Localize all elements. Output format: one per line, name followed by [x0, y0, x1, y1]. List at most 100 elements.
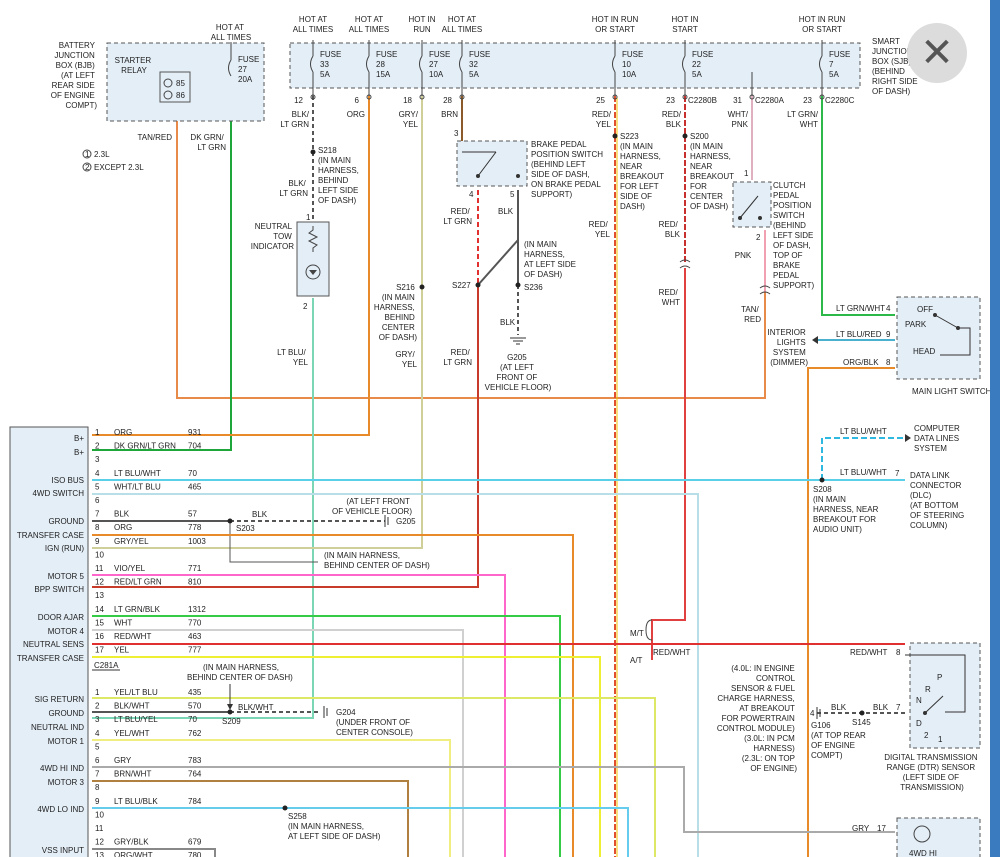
fuse-wire-label: YEL: [403, 120, 419, 129]
ground-g205: G205 (AT LEFT FRONT OF VEHICLE FLOOR): [485, 353, 552, 392]
module-pin-label: BPP SWITCH: [34, 585, 84, 594]
sjb-title: SMART JUNCTION BOX (SJB) (BEHIND RIGHT S…: [872, 37, 920, 96]
fuse-label: FUSE: [469, 50, 490, 59]
module-pin-label: MOTOR 1: [48, 737, 85, 746]
wire-blk-ltgrn-2: BLK/ LT GRN: [279, 179, 308, 198]
fuse-hot-label: HOT AT: [299, 15, 327, 24]
pin-circuit: 463: [188, 632, 202, 641]
ground-note: (4.0L: IN ENGINE CONTROL SENSOR & FUEL C…: [717, 664, 798, 773]
svg-text:1: 1: [938, 735, 943, 744]
fuse-label: 10A: [429, 70, 444, 79]
fuse-label: 27: [429, 60, 438, 69]
wire-ltblu-yel: LT BLU/ YEL: [277, 348, 308, 367]
fuse-pin-dot: [459, 94, 465, 100]
fuse-pin: 23: [803, 96, 812, 105]
splice-s200: S200 (IN MAIN HARNESS, NEAR BREAKOUT FOR…: [690, 132, 736, 211]
pin-number: 5: [95, 482, 100, 491]
main-light-switch-label: MAIN LIGHT SWITCH: [912, 387, 992, 396]
fuse-label: FUSE: [429, 50, 450, 59]
fuse-pin-dot: [310, 94, 316, 100]
connector-label: C2280B: [688, 96, 717, 105]
fuse-pin: 12: [294, 96, 303, 105]
pin-number: 7: [95, 510, 100, 519]
pin-color: YEL/WHT: [114, 729, 150, 738]
splice-s227: S227: [452, 281, 471, 290]
bjb-fuse-27: FUSE 27 20A: [238, 55, 262, 84]
pin-number: 12: [95, 838, 104, 847]
battery-junction-box: BATTERY JUNCTION BOX (BJB) (AT LEFT REAR…: [51, 23, 265, 122]
fuse-hot-label: HOT AT: [355, 15, 383, 24]
fuse-pin-dot: [819, 94, 825, 100]
fuse-hot-label: OR START: [802, 25, 842, 34]
pin-circuit: 465: [188, 482, 202, 491]
pin-circuit: 70: [188, 715, 197, 724]
fuse-pin-dot: [366, 94, 372, 100]
fuse-wire-label: BRN: [441, 110, 458, 119]
pin-circuit: 570: [188, 702, 202, 711]
fuse-hot-label: START: [672, 25, 698, 34]
fuse-hot-label: OR START: [595, 25, 635, 34]
fuse-label: 32: [469, 60, 478, 69]
main-light-switch: OFF PARK HEAD MAIN LIGHT SWITCH LT GRN/W…: [836, 296, 992, 396]
svg-text:2: 2: [303, 302, 308, 311]
splice-s145: S145: [852, 718, 871, 727]
fuse-pin: 31: [733, 96, 742, 105]
g204-note: G204 (UNDER FRONT OF CENTER CONSOLE): [336, 708, 413, 737]
pin-number: 12: [95, 578, 104, 587]
pin-color: ORG: [114, 428, 132, 437]
pin-color: LT GRN/BLK: [114, 605, 161, 614]
g205-lower: G205: [396, 517, 416, 526]
pin-color: LT BLU/YEL: [114, 715, 158, 724]
close-button[interactable]: ✕: [907, 23, 967, 83]
svg-text:1: 1: [744, 169, 749, 178]
fuse-label: 5A: [320, 70, 330, 79]
pin-color: YEL: [114, 646, 130, 655]
fuse-wire-label: WHT/: [728, 110, 749, 119]
svg-text:7: 7: [896, 703, 901, 712]
pin-number: 4: [95, 729, 100, 738]
wire-red-ltgrn-2: RED/ LT GRN: [443, 348, 472, 367]
module-pin-label: 4WD LO IND: [37, 805, 84, 814]
fuse-symbol: [366, 55, 370, 73]
splice-s208: S208 (IN MAIN HARNESS, NEAR BREAKOUT FOR…: [813, 485, 881, 534]
pin-circuit: 783: [188, 756, 202, 765]
fuse-hot-label: HOT IN: [409, 15, 436, 24]
fuse-label: FUSE: [829, 50, 850, 59]
module-pin-label: NEUTRAL SENS: [23, 640, 84, 649]
fuse-label: 22: [692, 60, 701, 69]
svg-text:GRY: GRY: [852, 824, 870, 833]
fuse-wire-label: ORG: [347, 110, 365, 119]
svg-text:A/T: A/T: [630, 656, 643, 665]
fuse-symbol: [612, 55, 616, 73]
fuse-label: 5A: [829, 70, 839, 79]
pin-color: BRN/WHT: [114, 770, 151, 779]
svg-text:R: R: [925, 685, 931, 694]
pin-circuit: 810: [188, 578, 202, 587]
pin-number: 13: [95, 591, 104, 600]
fuse-hot-label: RUN: [413, 25, 431, 34]
fuse-label: 28: [376, 60, 385, 69]
wire-blk-1: BLK: [498, 207, 514, 216]
module-pin-label: TRANSFER CASE: [17, 531, 84, 540]
fuse-wire-label: BLK: [666, 120, 682, 129]
pin-circuit: 780: [188, 851, 202, 857]
module-pin-label: 4WD SWITCH: [32, 489, 84, 498]
splice-s236: S236: [524, 283, 543, 292]
pin-circuit: 784: [188, 797, 202, 806]
splice-s216: S216 (IN MAIN HARNESS, BEHIND CENTER OF …: [374, 283, 417, 342]
splice-s209: S209: [222, 717, 241, 726]
neutral-tow-label: NEUTRAL TOW INDICATOR: [251, 222, 294, 251]
pin-color: RED/WHT: [114, 632, 151, 641]
pin-number: 13: [95, 851, 104, 857]
fuse-hot-label: HOT IN RUN: [799, 15, 846, 24]
splice-s203: S203: [236, 524, 255, 533]
module-pin-label: MOTOR 3: [48, 778, 85, 787]
wire-red-yel-2: RED/ YEL: [589, 220, 611, 239]
wire-red-ltgrn: RED/ LT GRN: [443, 207, 472, 226]
fuse-symbol: [459, 55, 463, 73]
pin-color: ORG/WHT: [114, 851, 153, 857]
